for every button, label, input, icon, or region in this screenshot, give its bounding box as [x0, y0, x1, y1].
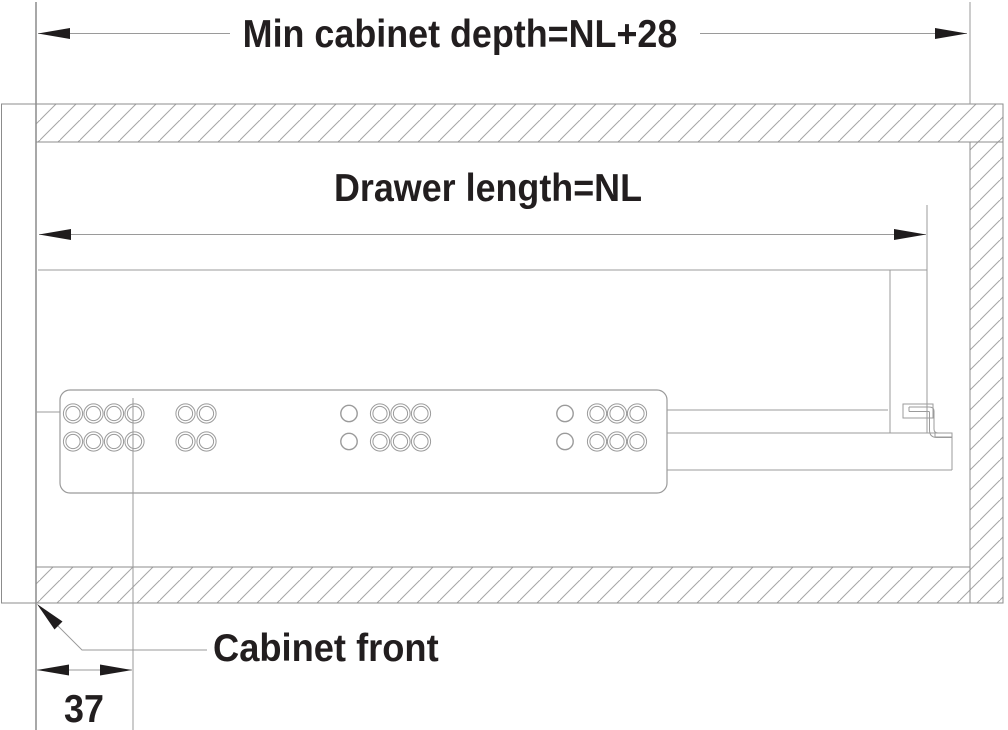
min-cabinet-depth-label: Min cabinet depth=NL+28 [242, 13, 678, 56]
mounting-hole [556, 432, 574, 451]
mounting-hole [126, 433, 143, 450]
mounting-hole [177, 433, 194, 450]
mounting-hole [340, 404, 358, 423]
mounting-hole [85, 405, 102, 422]
arrow-left-icon [38, 28, 70, 39]
mounting-hole [198, 405, 215, 422]
mounting-hole [606, 403, 628, 424]
arrow-right-icon [894, 229, 926, 240]
mounting-hole [410, 431, 432, 452]
mounting-hole [103, 403, 125, 424]
mounting-hole [372, 433, 388, 450]
mounting-hole [83, 431, 104, 452]
slide-rear-member [666, 432, 953, 471]
mounting-hole [586, 431, 608, 452]
mounting-hole [626, 431, 648, 452]
mounting-hole [589, 433, 605, 450]
bottom-wall-hatch [35, 566, 971, 604]
dim-drawer-length [39, 229, 926, 240]
mounting-hole [65, 405, 81, 422]
mounting-hole [196, 431, 217, 452]
mounting-hole [369, 403, 391, 424]
rear-bracket-hook-inner [909, 411, 952, 438]
rail-mounting-holes [62, 403, 648, 452]
leader-arrow-icon [37, 604, 63, 630]
top-wall-hatch [35, 103, 1004, 143]
mounting-hole [392, 405, 409, 422]
mounting-hole [413, 405, 429, 422]
mounting-hole [390, 431, 411, 452]
mounting-hole [62, 431, 84, 452]
mounting-hole [629, 433, 645, 450]
arrow-left-icon [37, 664, 69, 676]
mounting-hole [126, 405, 143, 422]
rear-bracket-hook-outer [909, 406, 953, 437]
mounting-hole [106, 405, 122, 422]
mounting-hole [626, 403, 648, 424]
mounting-hole [413, 433, 429, 450]
mounting-hole [198, 433, 215, 450]
mounting-hole [340, 432, 358, 451]
mounting-hole [390, 403, 411, 424]
mounting-hole [369, 431, 391, 452]
mounting-hole [103, 431, 125, 452]
arrow-right-icon [935, 28, 967, 39]
mounting-hole [65, 433, 81, 450]
rear-bracket [902, 403, 953, 438]
mounting-hole [175, 403, 196, 424]
drawer-length-label: Drawer length=NL [333, 167, 643, 210]
mounting-hole [177, 405, 194, 422]
mounting-hole [106, 433, 122, 450]
dim-min-cabinet-depth [38, 2, 971, 104]
arrow-left-icon [39, 229, 71, 240]
mounting-hole [410, 403, 432, 424]
cabinet-front-leader [37, 604, 207, 651]
mounting-hole [606, 431, 628, 452]
drawer-outline [38, 205, 928, 433]
mounting-hole [175, 431, 196, 452]
mounting-hole [556, 404, 574, 423]
mounting-hole [392, 433, 409, 450]
mounting-hole [196, 403, 217, 424]
mounting-hole [124, 403, 145, 424]
mounting-hole [609, 433, 625, 450]
mounting-hole [124, 431, 145, 452]
rear-bracket-plate [902, 403, 934, 419]
mounting-hole [62, 403, 84, 424]
mounting-hole [83, 403, 104, 424]
cabinet-front-label: Cabinet front [213, 627, 439, 670]
mounting-hole [589, 405, 605, 422]
back-wall-hatch [969, 141, 1004, 604]
dim-front-offset [37, 398, 134, 730]
mounting-hole [586, 403, 608, 424]
mounting-hole [609, 405, 625, 422]
front-offset-label: 37 [64, 688, 104, 730]
slide-rail [59, 389, 668, 494]
mounting-hole [629, 405, 645, 422]
mounting-hole [372, 405, 388, 422]
cabinet-walls [35, 103, 1004, 604]
mounting-hole [85, 433, 102, 450]
arrow-right-icon [100, 664, 132, 676]
